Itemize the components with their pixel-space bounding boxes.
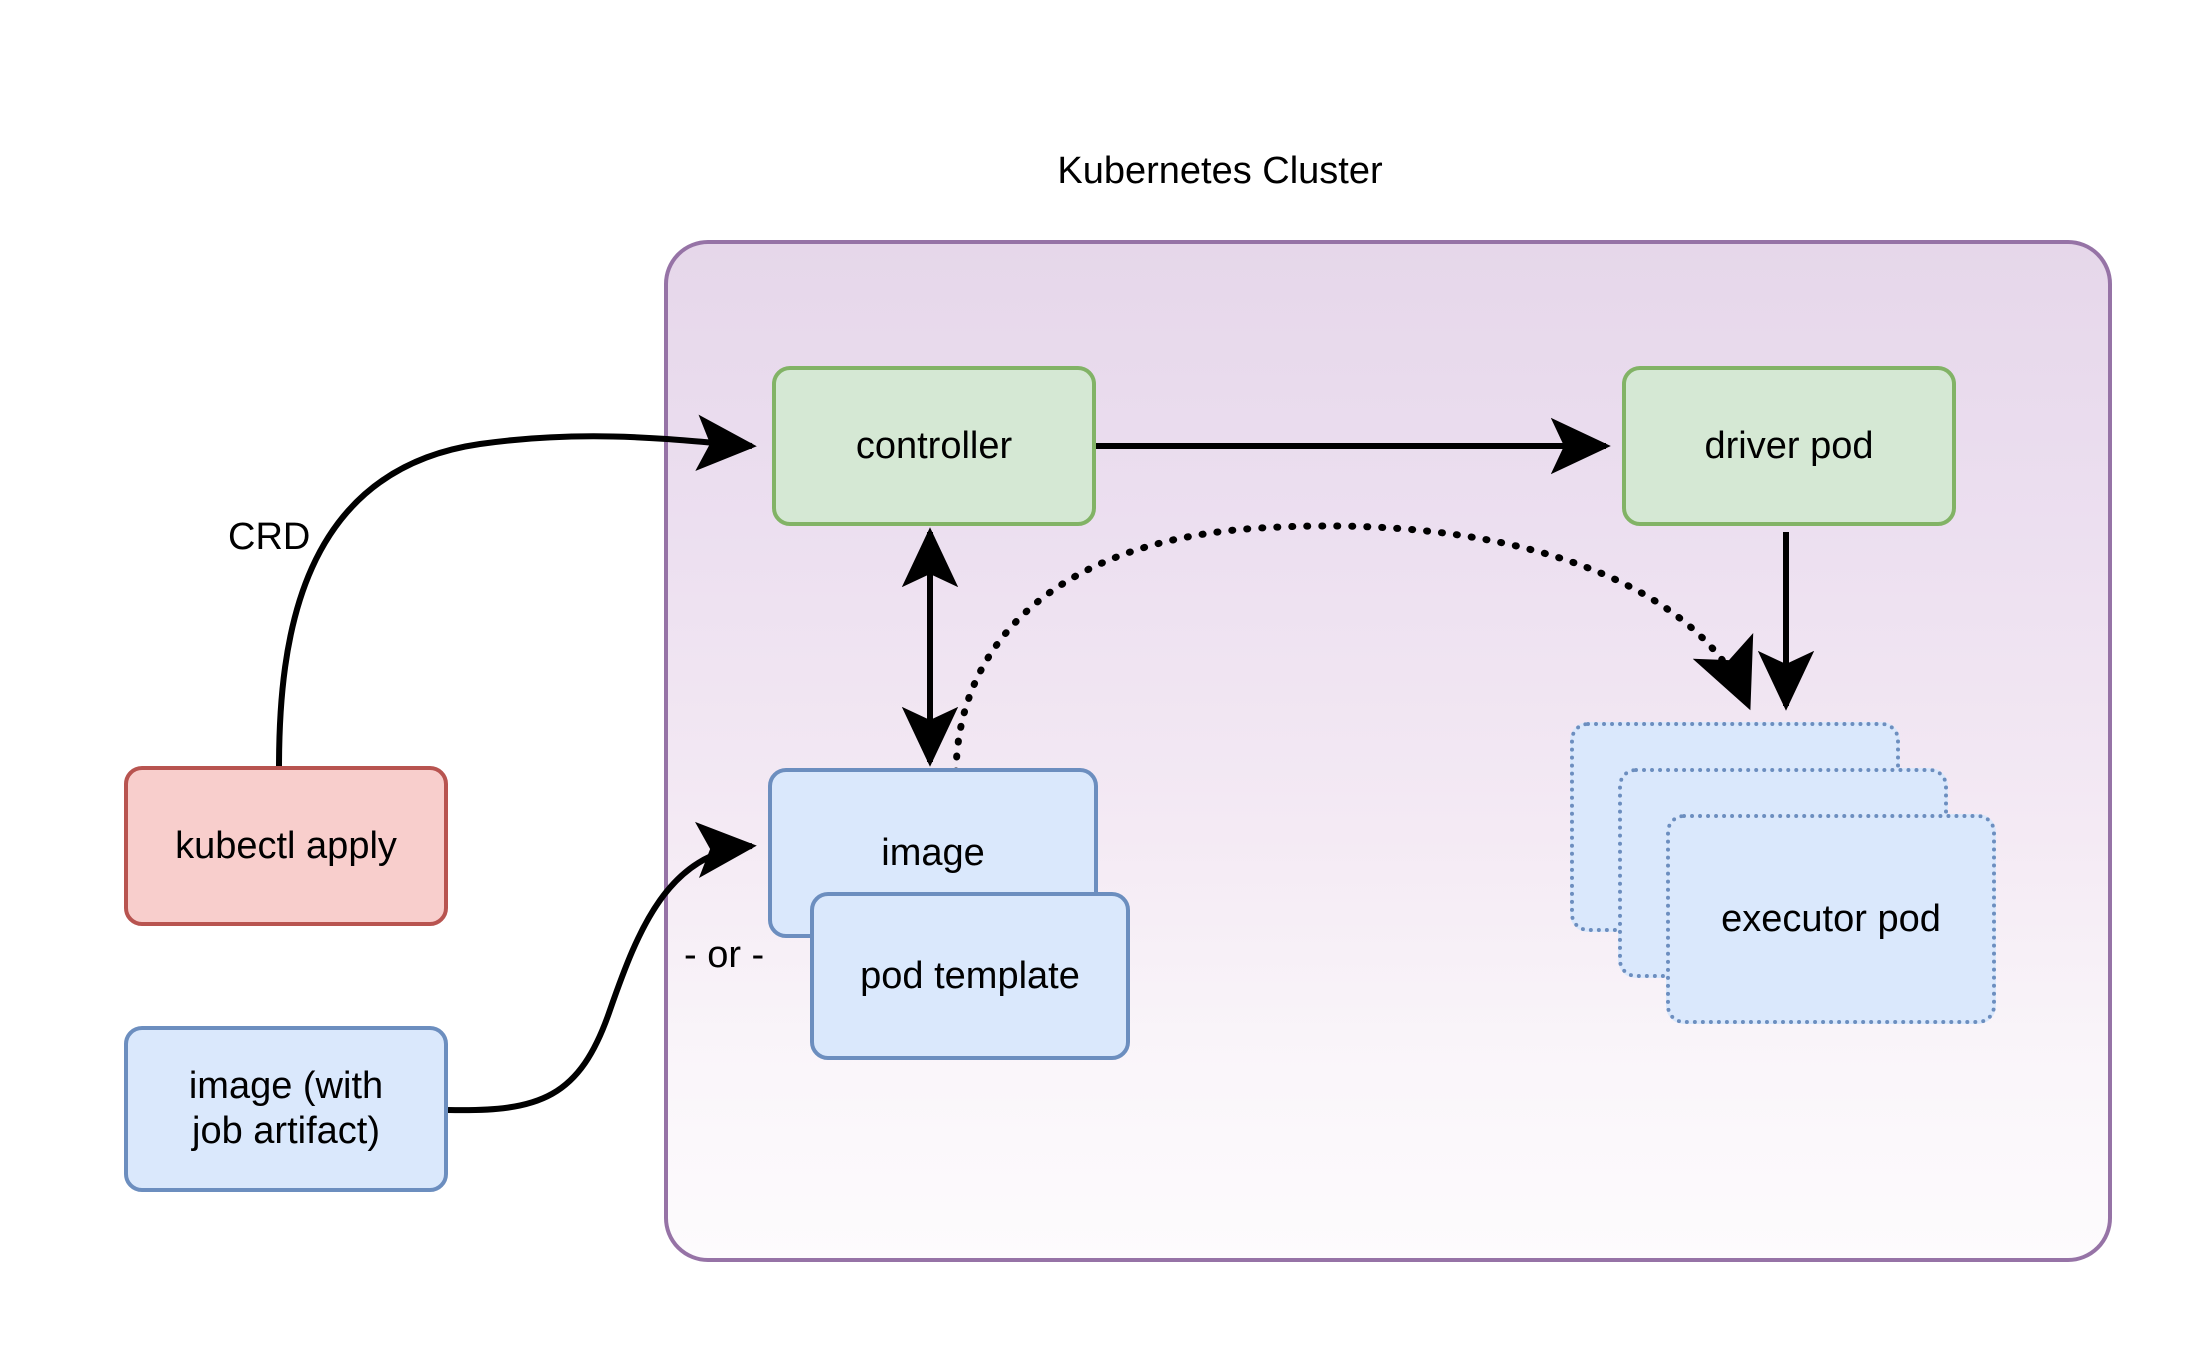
controller-label: controller — [855, 424, 1013, 467]
crd-edge-label: CRD — [228, 516, 311, 558]
image-with-job-artifact-node[interactable]: image (with job artifact) — [124, 1026, 448, 1192]
pod-template-node[interactable]: pod template — [810, 892, 1130, 1060]
pod-template-label: pod template — [860, 954, 1080, 997]
cluster-title: Kubernetes Cluster — [1057, 150, 1383, 192]
driver-pod-node[interactable]: driver pod — [1622, 366, 1956, 526]
or-separator-label: - or - — [684, 934, 765, 976]
kubectl-apply-node[interactable]: kubectl apply — [124, 766, 448, 926]
controller-node[interactable]: controller — [772, 366, 1096, 526]
executor-pod-front[interactable]: executor pod — [1666, 814, 1996, 1024]
image-label: image — [881, 831, 985, 874]
driver-pod-label: driver pod — [1704, 424, 1874, 467]
kubectl-apply-label: kubectl apply — [175, 824, 397, 867]
image-with-job-artifact-label: image (with job artifact) — [188, 1065, 384, 1152]
executor-pod-front-label: executor pod — [1721, 897, 1941, 940]
